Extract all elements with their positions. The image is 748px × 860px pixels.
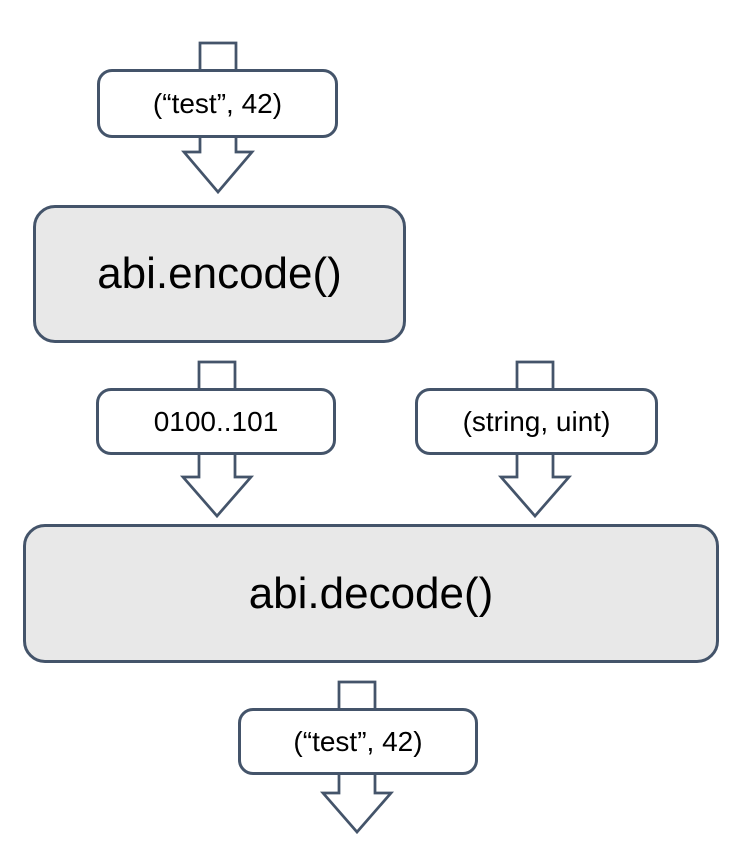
node-abi-decode: abi.decode() [23, 524, 719, 663]
node-output-tuple: (“test”, 42) [238, 708, 478, 775]
node-encoded-bytes: 0100..101 [96, 388, 336, 455]
node-input-tuple: (“test”, 42) [97, 69, 338, 138]
node-types-tuple: (string, uint) [415, 388, 658, 455]
node-abi-encode: abi.encode() [33, 205, 406, 343]
